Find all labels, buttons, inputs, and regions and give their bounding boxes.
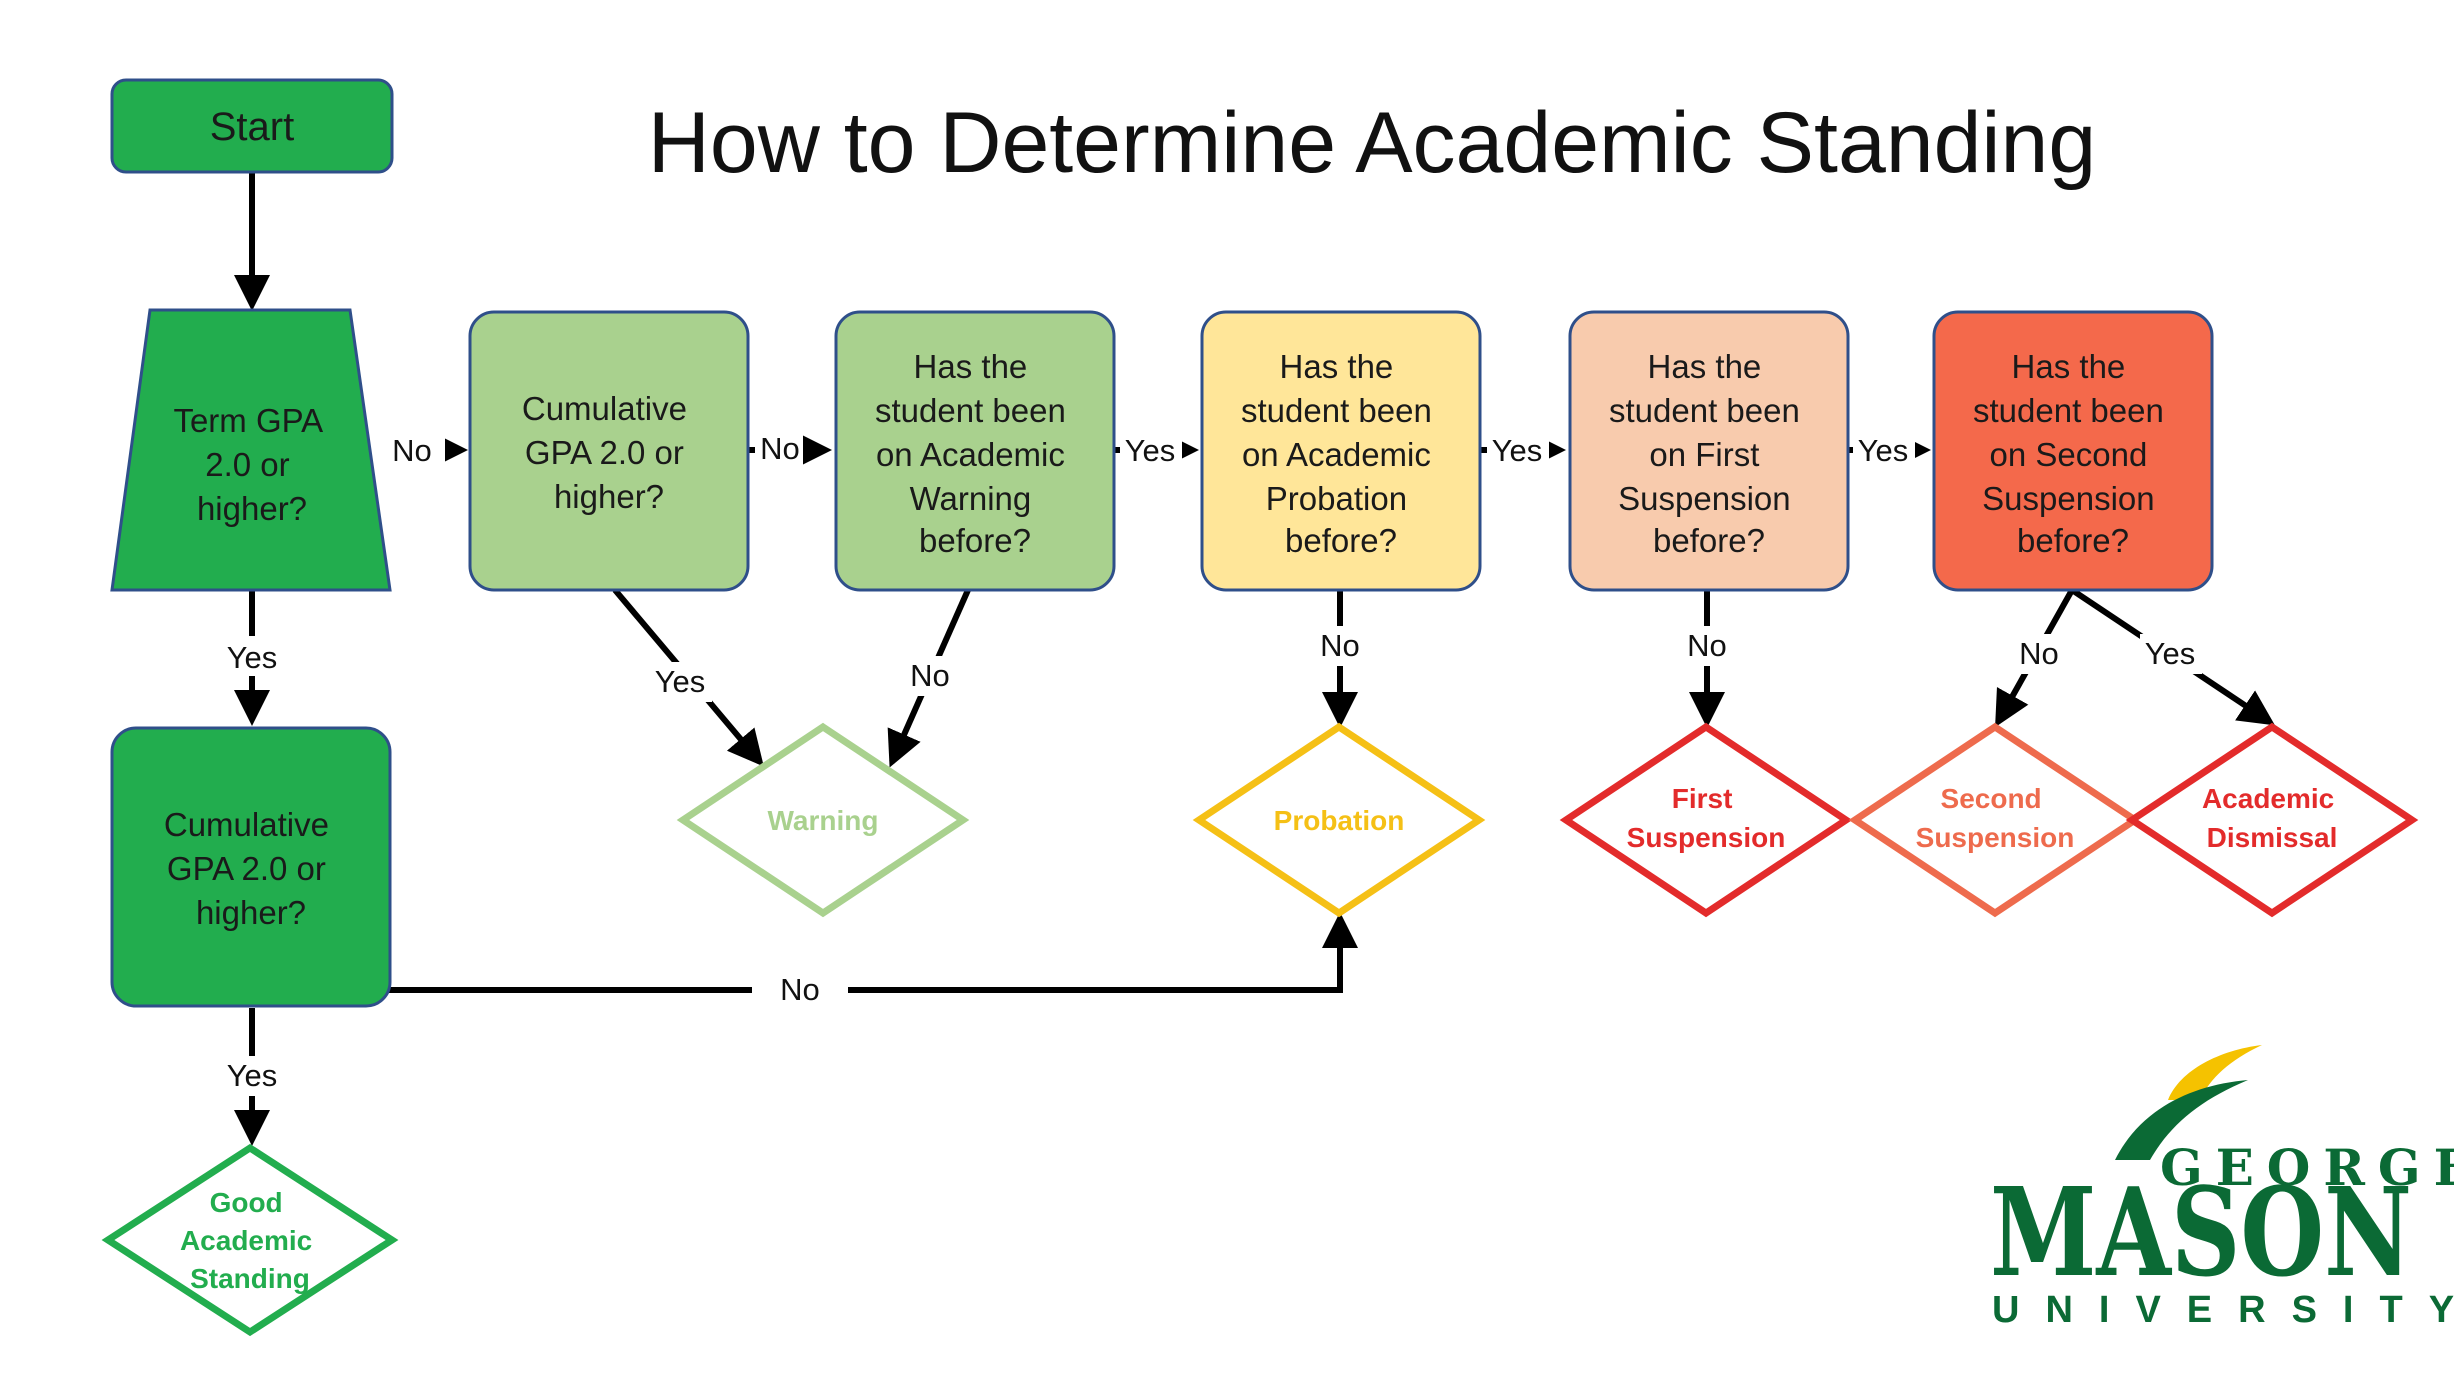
warning-q-line-5: before? (919, 522, 1031, 559)
cum-bottom-line-3: higher? (196, 894, 306, 931)
probation-q-line-4: Probation (1266, 480, 1407, 517)
outcome-second-suspension-text: Second Suspension (1916, 783, 2075, 853)
outcome-first-suspension-text: First Suspension (1627, 783, 1786, 853)
edge-label-term-no: No (392, 433, 432, 468)
second-q-line-5: before? (2017, 522, 2129, 559)
edge-label-cum-top-yes: Yes (655, 664, 706, 699)
cum-top-line-3: higher? (554, 478, 664, 515)
first-suspension-q-text: Has the student been on First Suspension… (1609, 348, 1809, 559)
edge-label-first-no: No (1687, 628, 1727, 663)
second-suspension-line-2: Suspension (1916, 822, 2075, 853)
first-q-line-5: before? (1653, 522, 1765, 559)
edge-label-warning-no: No (910, 658, 950, 693)
edge-cum-bottom-to-probation (388, 912, 1358, 993)
cum-top-line-1: Cumulative (522, 390, 687, 427)
outcome-first-suspension: First Suspension (1559, 722, 1853, 918)
warning-q-line-4: Warning (910, 480, 1032, 517)
edge-label-probation-no: No (1320, 628, 1360, 663)
first-suspension-line-1: First (1672, 783, 1733, 814)
cumulative-gpa-top-text: Cumulative GPA 2.0 or higher? (522, 390, 696, 515)
first-q-line-4: Suspension (1618, 480, 1790, 517)
term-gpa-line-3: higher? (197, 490, 307, 527)
term-gpa-text: Term GPA 2.0 or higher? (173, 402, 330, 527)
george-mason-university-logo: GEORGE MASON UNIVERSITY (1990, 1045, 2454, 1331)
outcome-second-suspension: Second Suspension (1848, 722, 2142, 918)
second-q-line-3: on Second (1990, 436, 2148, 473)
edge-label-cum-top-no: No (760, 431, 800, 466)
probation-q-line-3: on Academic (1242, 436, 1431, 473)
logo-swoosh-green-icon (2115, 1080, 2248, 1160)
second-suspension-q-text: Has the student been on Second Suspensio… (1973, 348, 2173, 559)
second-q-line-4: Suspension (1982, 480, 2154, 517)
edge-label-warning-yes: Yes (1125, 433, 1176, 468)
outcome-academic-dismissal-text: Academic Dismissal (2202, 783, 2342, 853)
warning-q-line-1: Has the (914, 348, 1028, 385)
start-node: Start (110, 78, 394, 174)
edge-label-cum-bottom-yes: Yes (227, 1058, 278, 1093)
first-suspension-question: Has the student been on First Suspension… (1568, 310, 1850, 592)
start-label: Start (210, 105, 294, 149)
outcome-probation-label: Probation (1274, 805, 1405, 836)
outcome-good-academic-standing: Good Academic Standing (101, 1143, 399, 1337)
good-standing-line-2: Academic (180, 1225, 312, 1256)
edge-label-first-yes: Yes (1858, 433, 1909, 468)
cumulative-gpa-bottom-text: Cumulative GPA 2.0 or higher? (164, 806, 338, 931)
cum-top-line-2: GPA 2.0 or (525, 434, 684, 471)
term-gpa-question: Term GPA 2.0 or higher? (110, 308, 392, 592)
probation-q-line-1: Has the (1280, 348, 1394, 385)
probation-q-line-2: student been (1241, 392, 1432, 429)
good-standing-line-1: Good (210, 1187, 283, 1218)
logo-line-george: GEORGE (2160, 1138, 2454, 1197)
cum-bottom-line-1: Cumulative (164, 806, 329, 843)
academic-warning-text: Has the student been on Academic Warning… (875, 348, 1075, 559)
edge-label-probation-yes: Yes (1492, 433, 1543, 468)
term-gpa-line-2: 2.0 or (205, 446, 289, 483)
edge-labels: No Yes No Yes Yes No Yes No Yes No No Ye… (220, 430, 2202, 1096)
good-standing-line-3: Standing (190, 1263, 310, 1294)
first-q-line-2: student been (1609, 392, 1800, 429)
cumulative-gpa-question-bottom: Cumulative GPA 2.0 or higher? (110, 726, 392, 1008)
first-suspension-line-2: Suspension (1627, 822, 1786, 853)
warning-q-line-2: student been (875, 392, 1066, 429)
outcome-probation: Probation (1192, 722, 1486, 918)
academic-probation-text: Has the student been on Academic Probati… (1241, 348, 1441, 559)
edge-label-second-yes: Yes (2145, 636, 2196, 671)
second-q-line-1: Has the (2012, 348, 2126, 385)
edge-label-cum-bottom-no: No (780, 972, 820, 1007)
logo-line-mason: MASON (1990, 1160, 2412, 1304)
term-gpa-line-1: Term GPA (173, 402, 323, 439)
outcome-warning: Warning (676, 722, 970, 918)
outcome-academic-dismissal: Academic Dismissal (2125, 722, 2419, 918)
outcome-good-standing-text: Good Academic Standing (180, 1187, 320, 1294)
dismissal-line-1: Academic (2202, 783, 2334, 814)
second-q-line-2: student been (1973, 392, 2164, 429)
first-q-line-3: on First (1649, 436, 1759, 473)
dismissal-line-2: Dismissal (2207, 822, 2338, 853)
probation-q-line-5: before? (1285, 522, 1397, 559)
warning-q-line-3: on Academic (876, 436, 1065, 473)
cum-bottom-line-2: GPA 2.0 or (167, 850, 326, 887)
logo-line-university: UNIVERSITY (1992, 1289, 2454, 1331)
logo-swoosh-icon (2168, 1045, 2262, 1100)
academic-warning-question: Has the student been on Academic Warning… (834, 310, 1116, 592)
cumulative-gpa-question-top: Cumulative GPA 2.0 or higher? (468, 310, 750, 592)
edge-label-term-yes: Yes (227, 640, 278, 675)
first-q-line-1: Has the (1648, 348, 1762, 385)
outcome-warning-label: Warning (768, 805, 879, 836)
second-suspension-line-1: Second (1941, 783, 2042, 814)
second-suspension-question: Has the student been on Second Suspensio… (1932, 310, 2214, 592)
page-title: How to Determine Academic Standing (648, 95, 2096, 191)
edge-label-second-no: No (2019, 636, 2059, 671)
academic-probation-question: Has the student been on Academic Probati… (1200, 310, 1482, 592)
